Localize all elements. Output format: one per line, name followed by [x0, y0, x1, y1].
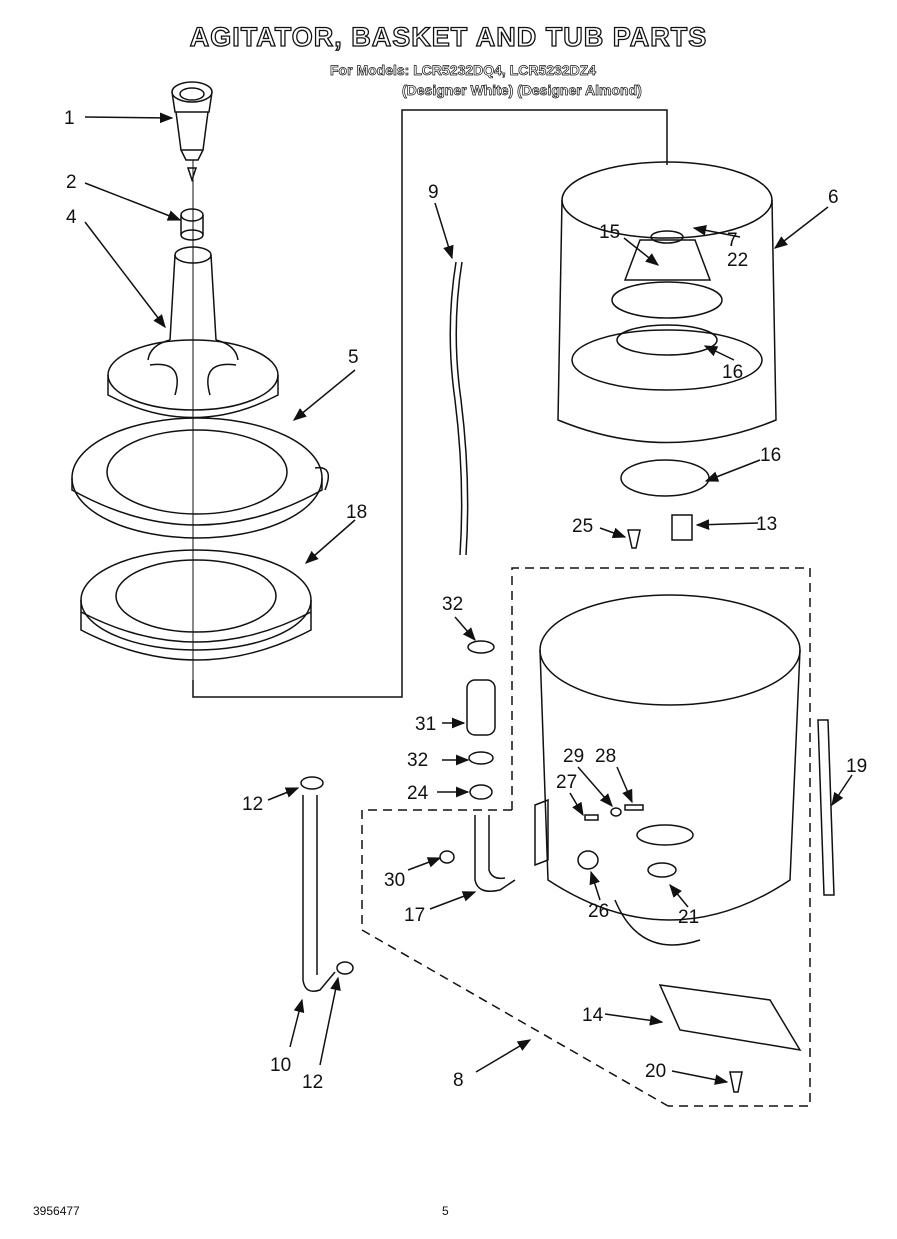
callout-32-upper: 32: [442, 594, 463, 615]
drain-hose-part: [300, 776, 354, 992]
basket-ring-part: [71, 417, 330, 539]
tub-strip-part: [817, 719, 835, 896]
callout-26: 26: [588, 901, 609, 922]
basket-part: [557, 161, 777, 444]
callout-9: 9: [428, 182, 439, 203]
washer-29-part: [610, 807, 622, 817]
page-number: 5: [442, 1204, 449, 1218]
callout-10: 10: [270, 1055, 291, 1076]
callout-16-lower: 16: [760, 445, 781, 466]
drain-elbow-part: [474, 815, 516, 892]
bolt-25-part: [627, 529, 641, 549]
tub-part: [539, 594, 801, 946]
callout-1: 1: [64, 108, 75, 129]
callout-29: 29: [563, 746, 584, 767]
agitator-cap-part: [171, 81, 213, 183]
callout-32-lower: 32: [407, 750, 428, 771]
callout-12-lower: 12: [302, 1072, 323, 1093]
callout-24: 24: [407, 783, 429, 804]
callout-13: 13: [756, 514, 777, 535]
callout-12-upper: 12: [242, 794, 263, 815]
models-line: For Models: LCR5232DQ4, LCR5232DZ4: [330, 62, 597, 79]
callout-14: 14: [582, 1005, 604, 1026]
shield-part: [658, 984, 802, 1052]
callout-17: 17: [404, 905, 425, 926]
document-number: 3956477: [33, 1204, 80, 1218]
screw-27-part: [584, 814, 599, 821]
callout-6: 6: [828, 187, 839, 208]
callout-4: 4: [66, 207, 77, 228]
hose-part: [449, 261, 469, 556]
callout-22: 22: [727, 250, 748, 271]
agitator-cam-part: [180, 208, 204, 241]
drive-block-part: [671, 514, 693, 541]
plug-26-part: [577, 850, 599, 870]
seal-30-part: [439, 850, 455, 864]
callout-20: 20: [645, 1061, 666, 1082]
assembly-connector-line: [192, 109, 668, 698]
callout-16-upper: 16: [722, 362, 743, 383]
screw-20-part: [729, 1071, 743, 1093]
callout-21: 21: [678, 907, 699, 928]
screw-28-part: [624, 804, 644, 811]
callout-15: 15: [599, 222, 620, 243]
callout-25: 25: [572, 516, 593, 537]
bellows-assembly-part: [466, 640, 496, 800]
callout-8: 8: [453, 1070, 464, 1091]
callout-30: 30: [384, 870, 405, 891]
callout-5: 5: [348, 347, 359, 368]
callout-19: 19: [846, 756, 867, 777]
callout-18: 18: [346, 502, 367, 523]
bracket-part: [534, 798, 549, 867]
callout-28: 28: [595, 746, 616, 767]
balance-ring-part: [80, 549, 312, 661]
gasket-lower-part: [620, 459, 710, 497]
callout-2: 2: [66, 172, 77, 193]
variants-line: (Designer White) (Designer Almond): [402, 82, 643, 99]
page-title: AGITATOR, BASKET AND TUB PARTS: [189, 21, 708, 52]
drain-group-dashed-box: [361, 809, 669, 1107]
callout-7: 7: [727, 230, 738, 251]
tub-group-dashed-box: [511, 567, 811, 1107]
callout-27: 27: [556, 772, 577, 793]
callout-31: 31: [415, 714, 436, 735]
